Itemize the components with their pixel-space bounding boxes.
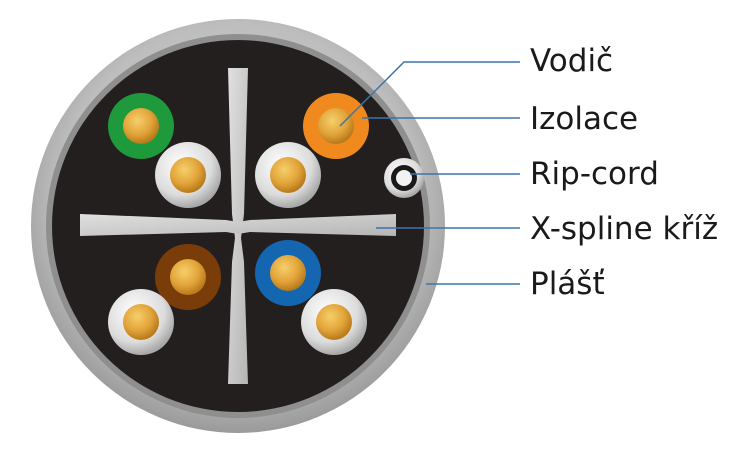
conductor-brown [155, 244, 221, 310]
conductor-green [108, 93, 174, 159]
leader-line-conductor [339, 61, 520, 127]
x-spline-horizontal [80, 214, 396, 236]
label-rip-cord: Rip-cord [530, 156, 659, 192]
x-spline-cross [80, 68, 396, 384]
conductor-white-orange [255, 142, 321, 208]
label-insulation: Izolace [530, 101, 639, 137]
conductor-orange [303, 93, 369, 159]
conductor-white-brown [108, 289, 174, 355]
conductor-white-green [155, 142, 221, 208]
label-x-spline: X-spline kříž [530, 211, 719, 247]
conductors [108, 93, 369, 355]
rip-cord [384, 158, 424, 198]
conductor-white-blue [301, 289, 367, 355]
conductor-blue [255, 240, 321, 306]
label-conductor: Vodič [530, 43, 614, 79]
label-jacket: Plášť [530, 266, 605, 302]
leader-lines [339, 61, 520, 285]
